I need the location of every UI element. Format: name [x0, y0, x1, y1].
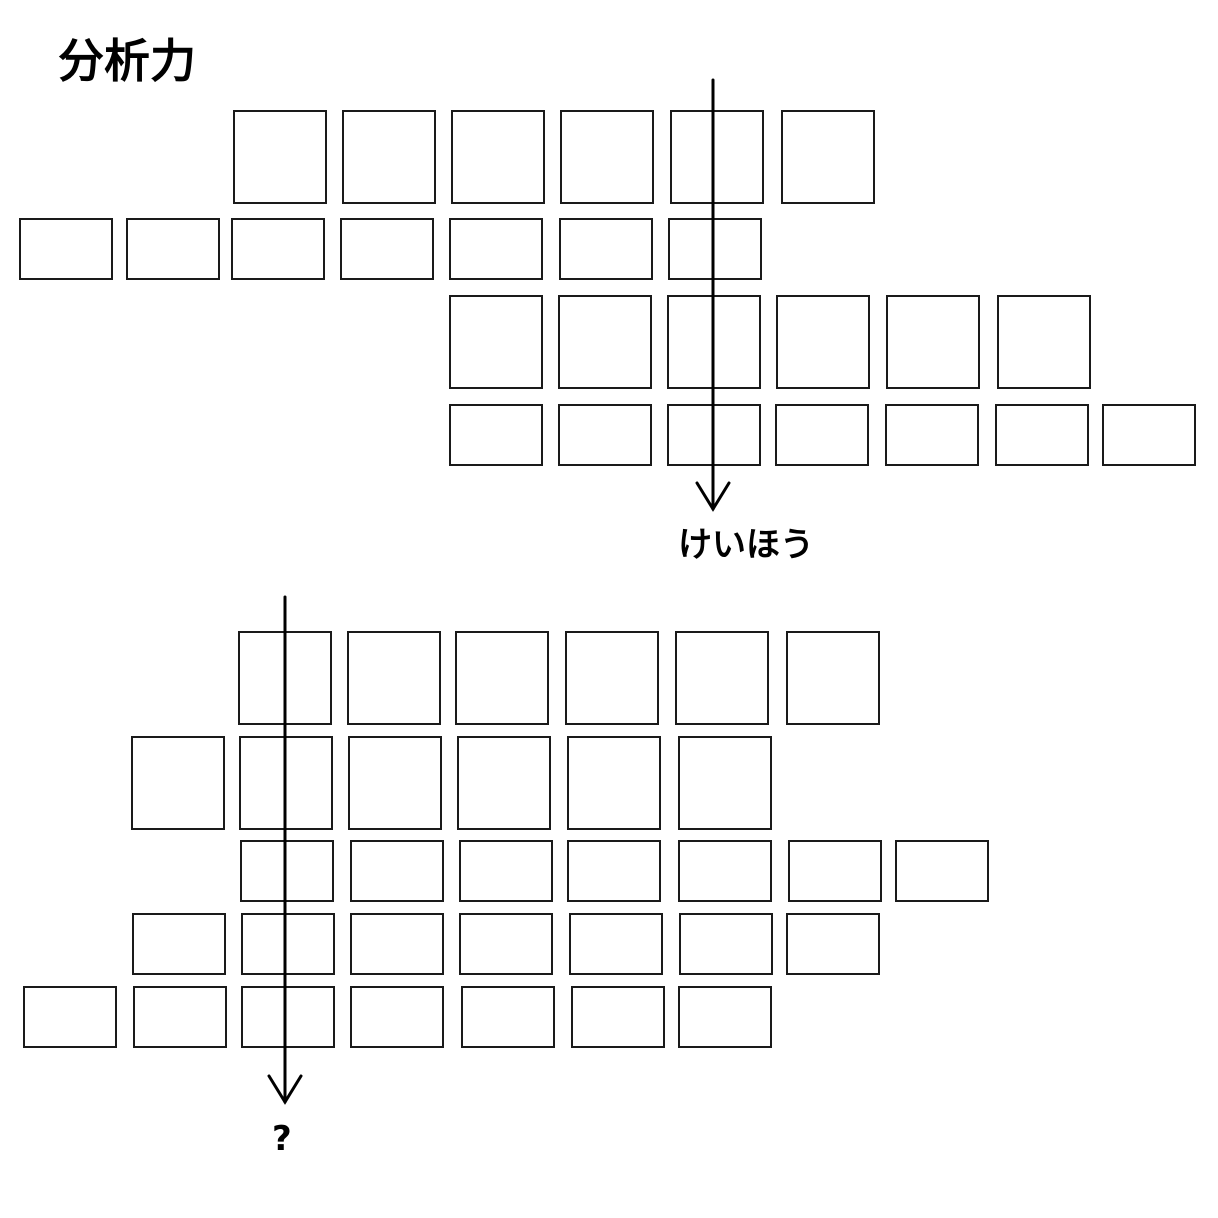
puzzle1-row-1-box-2 — [342, 110, 436, 204]
puzzle2-row-2-box-4 — [457, 736, 551, 830]
puzzle2-row-3-box-5 — [678, 840, 772, 902]
puzzle2-row-3-box-3 — [459, 840, 553, 902]
puzzle2-row-2-box-2 — [239, 736, 333, 830]
puzzle1-row-2-box-6 — [559, 218, 653, 280]
puzzle2-row-4-box-1 — [132, 913, 226, 975]
puzzle1-row-1-box-3 — [451, 110, 545, 204]
puzzle2-row-4-box-5 — [569, 913, 663, 975]
puzzle2-row-4-box-2 — [241, 913, 335, 975]
puzzle2-row-1-box-4 — [565, 631, 659, 725]
puzzle2-row-2-box-5 — [567, 736, 661, 830]
puzzle1-row-2-box-2 — [126, 218, 220, 280]
answer-label: けいほう — [678, 525, 814, 565]
puzzle2-row-4-box-3 — [350, 913, 444, 975]
puzzle1-row-3-box-4 — [776, 295, 870, 389]
puzzle1-row-2-box-7 — [668, 218, 762, 280]
puzzle1-row-1-box-6 — [781, 110, 875, 204]
puzzle1-row-2-box-4 — [340, 218, 434, 280]
puzzle2-row-2-box-6 — [678, 736, 772, 830]
puzzle2-row-1-box-3 — [455, 631, 549, 725]
puzzle1-row-4-box-4 — [775, 404, 869, 466]
puzzle2-row-4-box-4 — [459, 913, 553, 975]
puzzle1-row-2-box-5 — [449, 218, 543, 280]
puzzle1-row-3-box-1 — [449, 295, 543, 389]
puzzle2-row-4-box-7 — [786, 913, 880, 975]
puzzle1-row-4-box-3 — [667, 404, 761, 466]
puzzle1-row-3-box-2 — [558, 295, 652, 389]
puzzle2-row-5-box-2 — [133, 986, 227, 1048]
puzzle1-row-4-box-1 — [449, 404, 543, 466]
puzzle2-row-2-box-1 — [131, 736, 225, 830]
puzzle2-row-5-box-7 — [678, 986, 772, 1048]
puzzle2-row-3-box-1 — [240, 840, 334, 902]
puzzle2-row-5-box-4 — [350, 986, 444, 1048]
puzzle1-row-2-box-3 — [231, 218, 325, 280]
puzzle2-row-5-box-1 — [23, 986, 117, 1048]
puzzle2-row-3-box-2 — [350, 840, 444, 902]
page-title: 分析力 — [58, 34, 196, 88]
puzzle1-row-4-box-2 — [558, 404, 652, 466]
puzzle2-row-4-box-6 — [679, 913, 773, 975]
puzzle1-row-4-box-7 — [1102, 404, 1196, 466]
puzzle2-row-5-box-6 — [571, 986, 665, 1048]
puzzle2-row-5-box-5 — [461, 986, 555, 1048]
puzzle1-row-4-box-6 — [995, 404, 1089, 466]
puzzle2-row-5-box-3 — [241, 986, 335, 1048]
puzzle1-row-3-box-6 — [997, 295, 1091, 389]
puzzle2-row-3-box-6 — [788, 840, 882, 902]
puzzle1-row-1-box-1 — [233, 110, 327, 204]
puzzle1-row-1-box-5 — [670, 110, 764, 204]
puzzle2-row-3-box-4 — [567, 840, 661, 902]
puzzle1-row-3-box-5 — [886, 295, 980, 389]
puzzle1-row-4-box-5 — [885, 404, 979, 466]
puzzle2-row-1-box-6 — [786, 631, 880, 725]
puzzle2-row-3-box-7 — [895, 840, 989, 902]
puzzle2-row-1-box-5 — [675, 631, 769, 725]
puzzle1-row-1-box-4 — [560, 110, 654, 204]
question-label: ? — [272, 1119, 292, 1159]
puzzle1-row-2-box-1 — [19, 218, 113, 280]
puzzle1-row-3-box-3 — [667, 295, 761, 389]
puzzle2-row-1-box-2 — [347, 631, 441, 725]
puzzle2-row-1-box-1 — [238, 631, 332, 725]
puzzle2-row-2-box-3 — [348, 736, 442, 830]
